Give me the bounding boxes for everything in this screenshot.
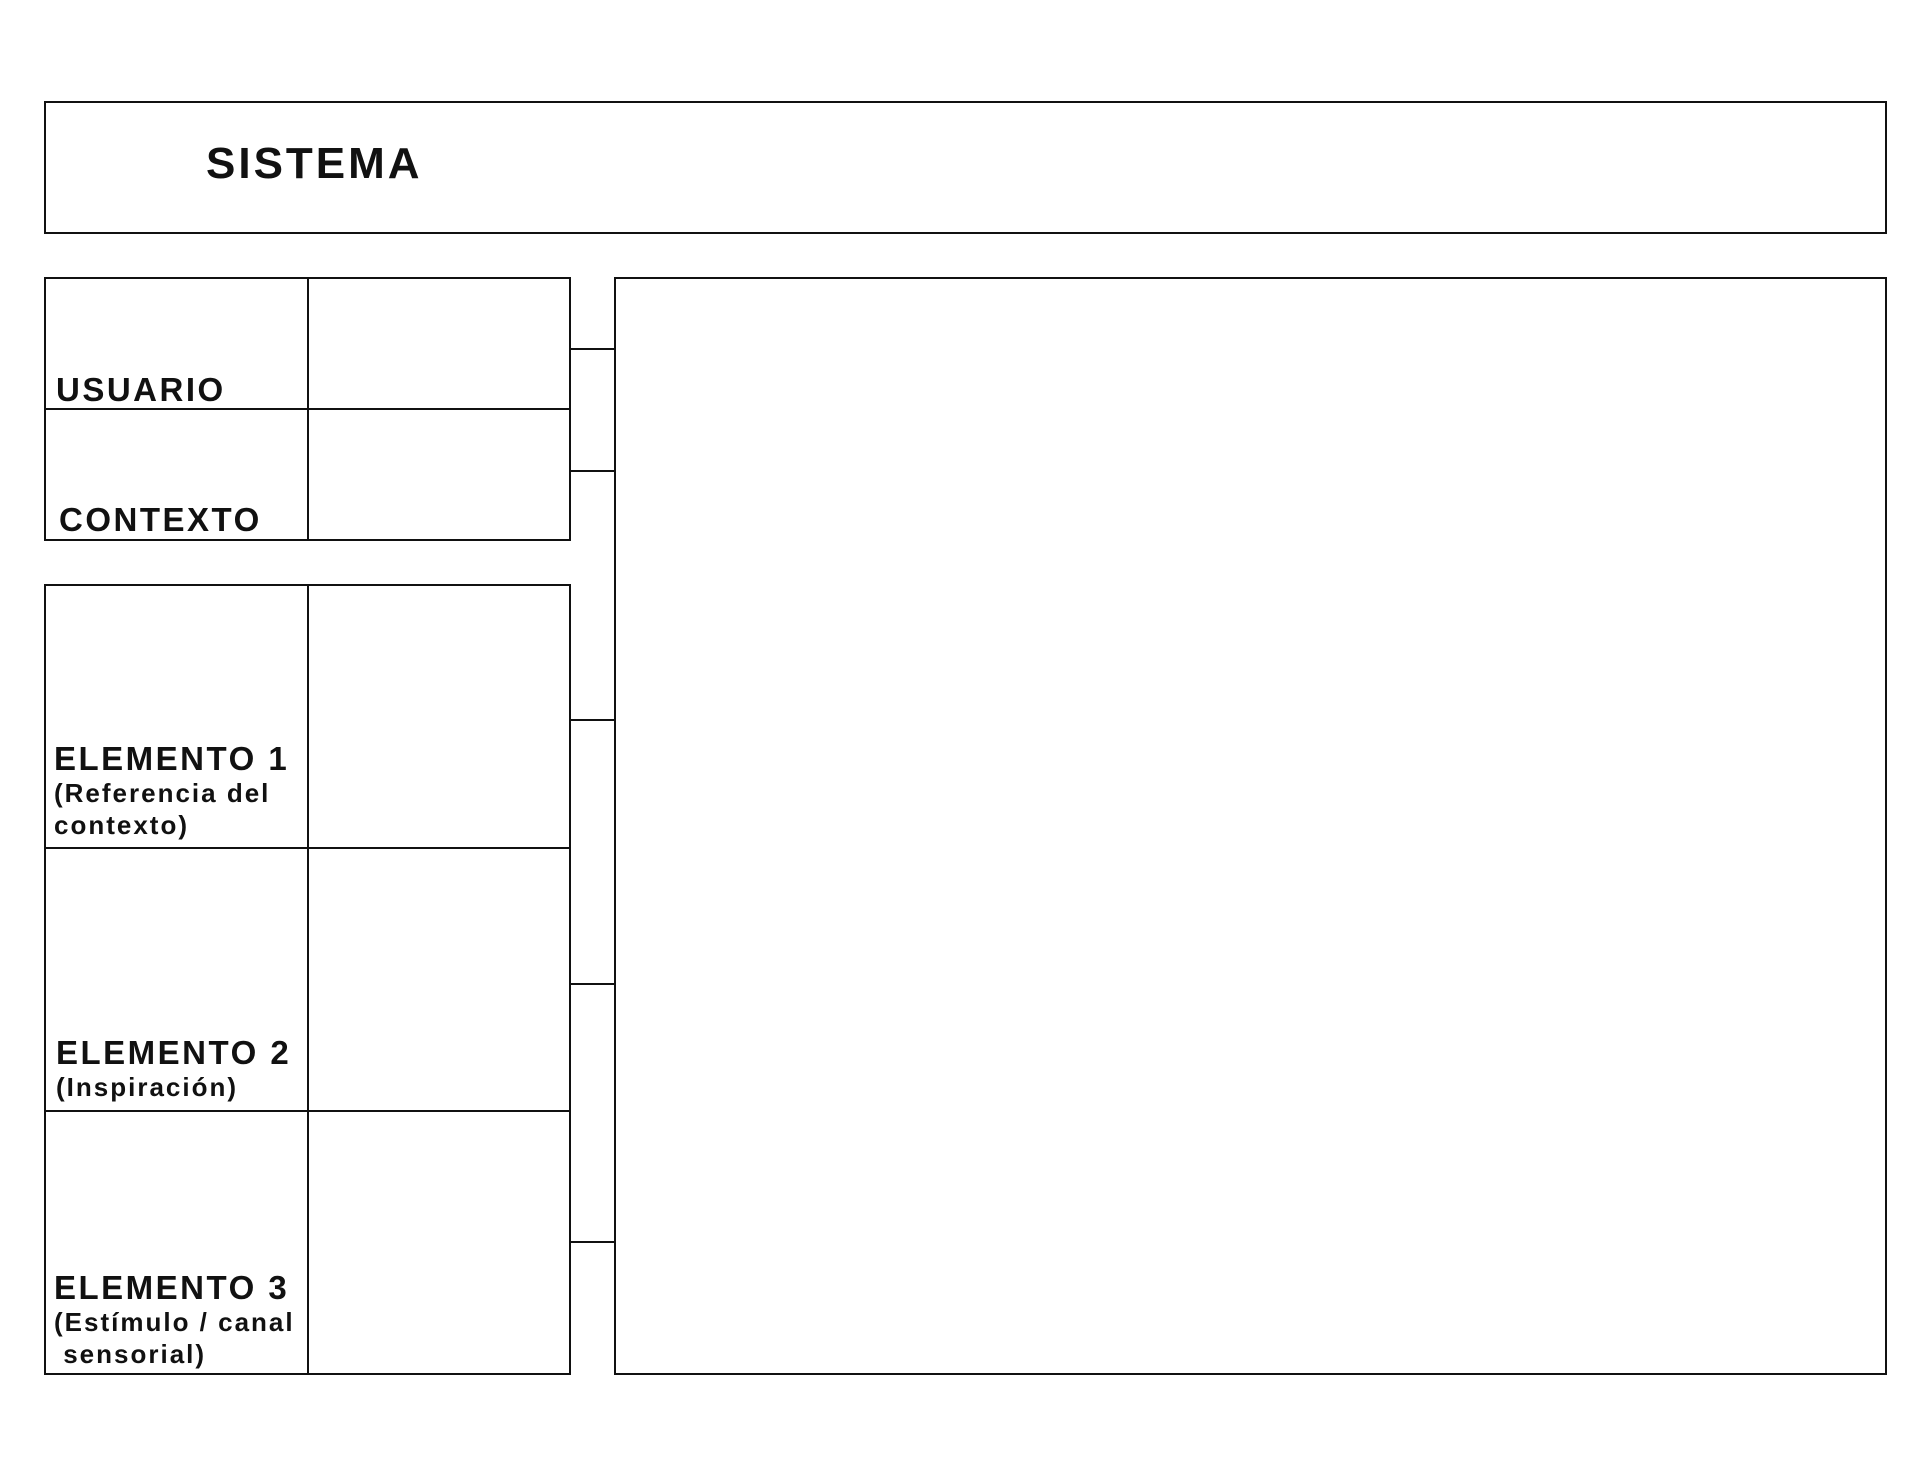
connector-elemento-1 [571, 719, 615, 721]
top-table-row-divider [44, 408, 571, 410]
elemento-1-sublabel: (Referencia del contexto) [54, 778, 271, 840]
page-title: SISTEMA [206, 139, 423, 188]
elemento-1-label: ELEMENTO 1 [54, 740, 290, 777]
system-canvas-box[interactable] [614, 277, 1887, 1375]
elemento-3-label: ELEMENTO 3 [54, 1269, 290, 1306]
elemento-2-label: ELEMENTO 2 [56, 1034, 292, 1071]
elements-table-row-divider-2 [44, 1110, 571, 1112]
connector-usuario [571, 348, 615, 350]
usuario-value-cell[interactable] [309, 279, 569, 407]
elements-table-column-divider [307, 584, 309, 1375]
connector-contexto [571, 470, 615, 472]
elemento-3-value-cell[interactable] [309, 1112, 569, 1373]
contexto-label: CONTEXTO [59, 501, 262, 538]
usuario-label: USUARIO [56, 371, 226, 408]
elemento-2-value-cell[interactable] [309, 849, 569, 1109]
header-box [44, 101, 1887, 234]
elemento-2-sublabel: (Inspiración) [56, 1072, 239, 1102]
connector-elemento-2 [571, 983, 615, 985]
elements-table-row-divider-1 [44, 847, 571, 849]
elemento-3-sublabel: (Estímulo / canal sensorial) [54, 1307, 295, 1369]
connector-elemento-3 [571, 1241, 615, 1243]
elemento-1-value-cell[interactable] [309, 586, 569, 846]
contexto-value-cell[interactable] [309, 410, 569, 539]
